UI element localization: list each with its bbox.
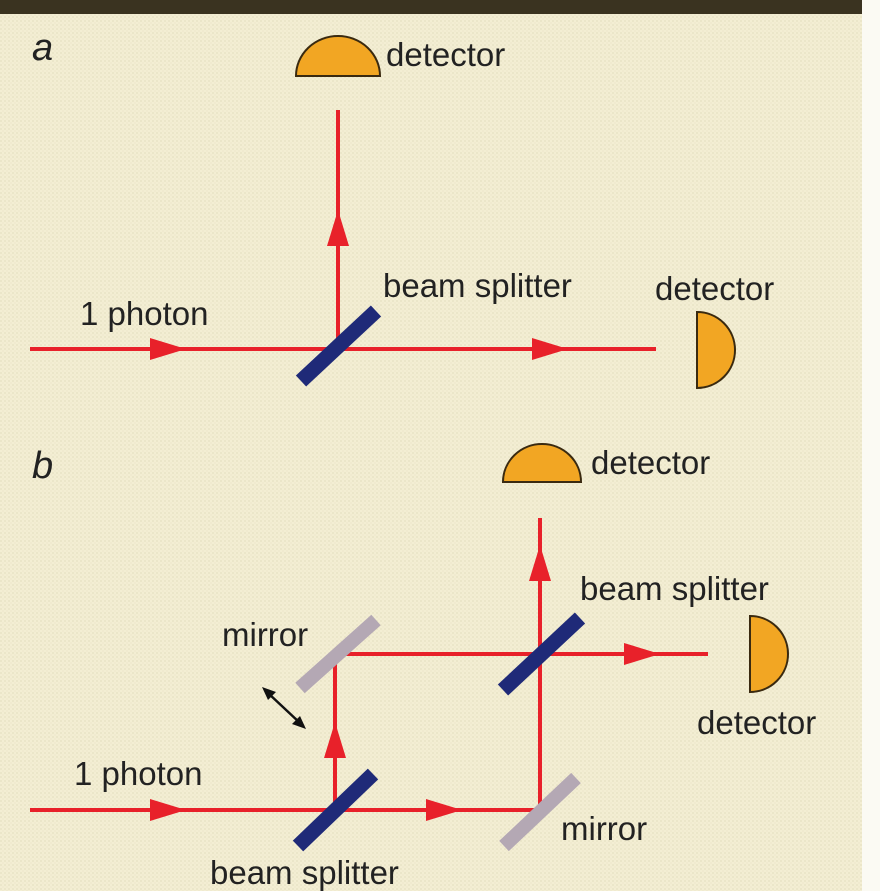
panel-b-mirror-bottom [499,772,581,852]
panel-a-source-label: 1 photon [80,295,208,332]
panel-b-mirror-bottom-label: mirror [561,810,647,847]
panel-a-detector-right-label: detector [655,270,774,307]
panel-b-beam-splitter-bottom [292,768,379,852]
panel-a-beam-splitter [295,305,382,387]
panel-b-arrow-output-right [624,643,660,665]
panel-b-detector-right [749,614,789,694]
panel-b-arrow-left-up [324,722,346,758]
panel-a-arrow-transmitted [532,338,568,360]
panel-b-splitter-bottom-label: beam splitter [210,854,399,891]
right-edge [862,0,880,891]
panel-b-splitter-top-label: beam splitter [580,570,769,607]
panel-a-detector-top-label: detector [386,36,505,73]
panel-b-mirror-top [295,614,381,694]
panel-b-detector-right-label: detector [697,704,816,741]
panel-a-arrow-input [150,338,186,360]
panel-a-detector-top [294,35,382,77]
panel-a-arrow-reflected [327,210,349,246]
panel-b: b detector beam splitter mirror dete [30,443,816,891]
panel-b-source-label: 1 photon [74,755,202,792]
panel-b-mirror-top-label: mirror [222,616,308,653]
panel-b-detector-top-label: detector [591,444,710,481]
panel-a: a beam splitter detector detector 1 phot… [30,27,774,390]
panel-a-letter: a [32,27,53,69]
top-band [0,0,880,14]
panel-b-arrow-right-up [529,545,551,581]
panel-b-mirror-adjust-arrow [262,687,306,729]
panel-b-arrow-input [150,799,186,821]
panel-a-detector-right [696,310,736,390]
panel-b-letter: b [32,445,53,487]
panel-a-splitter-label: beam splitter [383,267,572,304]
panel-b-beam-splitter-top [497,612,586,696]
panel-b-detector-top [501,443,583,483]
panel-b-arrow-lower [426,799,462,821]
